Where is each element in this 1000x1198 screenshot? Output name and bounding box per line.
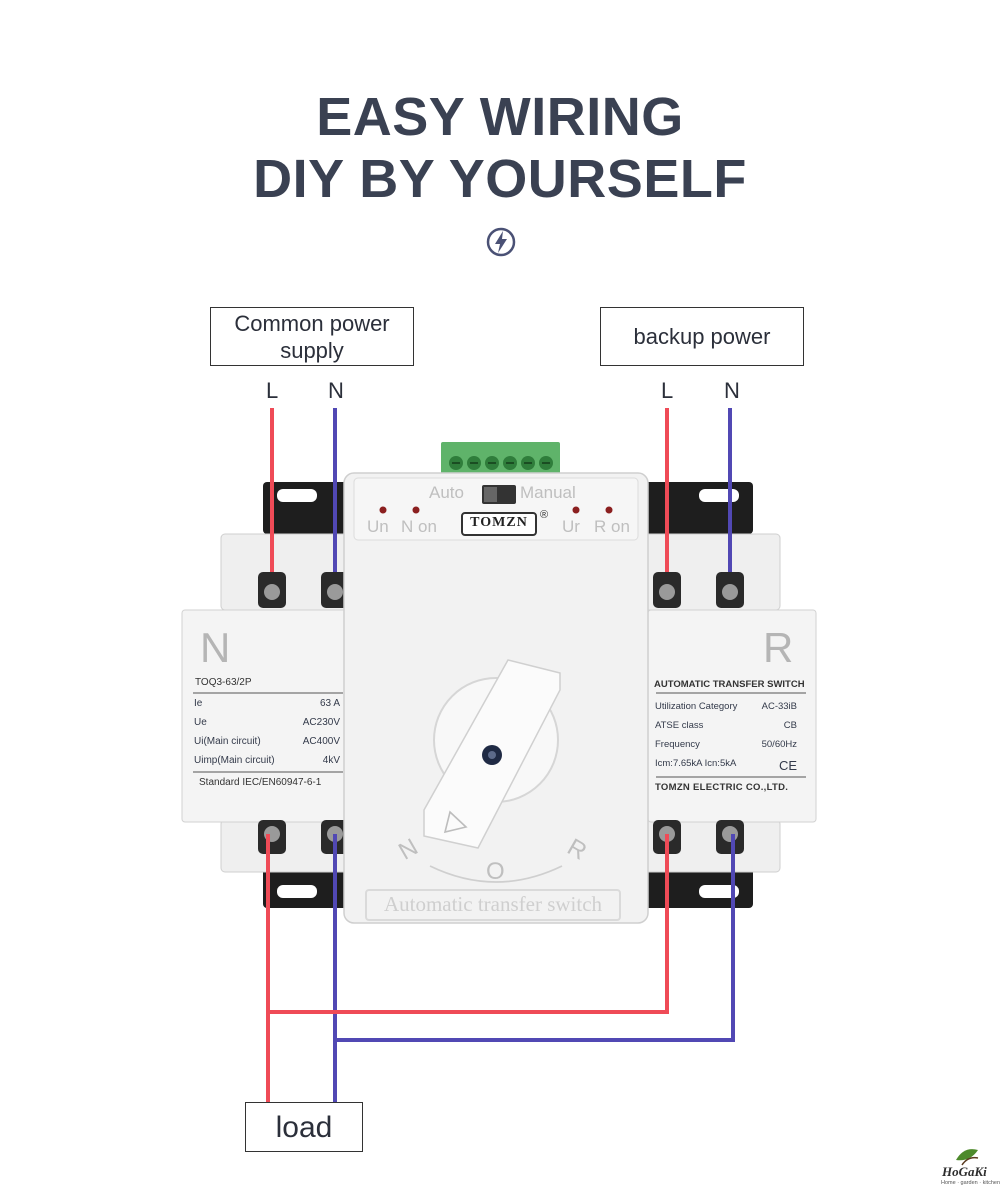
registered-mark: ® [540,509,549,521]
headline-line-2: DIY BY YOURSELF [253,149,747,209]
spec-row: Ui(Main circuit)AC400V [194,736,340,747]
rotary-switch-knob[interactable] [423,659,561,849]
indicator-non-label: N on [401,517,437,536]
common-power-supply-label: Common power supply [210,307,414,366]
company-label: TOMZN ELECTRIC CO.,LTD. [655,782,789,793]
control-terminal-block [441,442,560,478]
terminal-screws [258,572,744,854]
spec-row: Uimp(Main circuit)4kV [194,755,340,766]
mode-manual-label: Manual [520,483,576,502]
lightning-bolt-icon [486,227,516,257]
load-label: load [245,1102,363,1152]
brand-logo: TOMZN [470,515,528,530]
common-neutral-letter: N [328,378,344,403]
mode-auto-label: Auto [429,483,464,502]
side-r-label: R [763,624,794,671]
watermark-tagline: Home · garden · kitchen [941,1180,1000,1186]
backup-live-letter: L [661,378,674,403]
indicator-ron-label: R on [594,517,630,536]
watermark-brand: HoGaKi [942,1164,987,1179]
right-panel-title: AUTOMATIC TRANSFER SWITCH [654,679,805,690]
backup-neutral-return-wire [335,834,735,1042]
headline-line-1: EASY WIRING [316,87,684,147]
hogaki-logo-leaf-icon [956,1149,979,1166]
indicator-ur-label: Ur [562,517,580,536]
model-label: TOQ3-63/2P [195,677,252,688]
position-o-label: O [486,858,505,885]
indicator-un-label: Un [367,517,389,536]
side-n-label: N [200,624,231,671]
automatic-transfer-switch-embossed-text: Automatic transfer switch [383,892,603,916]
backup-live-return-wire [268,834,669,1014]
backup-power-label: backup power [600,307,804,366]
standard-label: Standard IEC/EN60947-6-1 [199,777,322,788]
common-live-letter: L [266,378,279,403]
backup-neutral-letter: N [724,378,740,403]
rotation-arc-arrow [429,865,563,883]
